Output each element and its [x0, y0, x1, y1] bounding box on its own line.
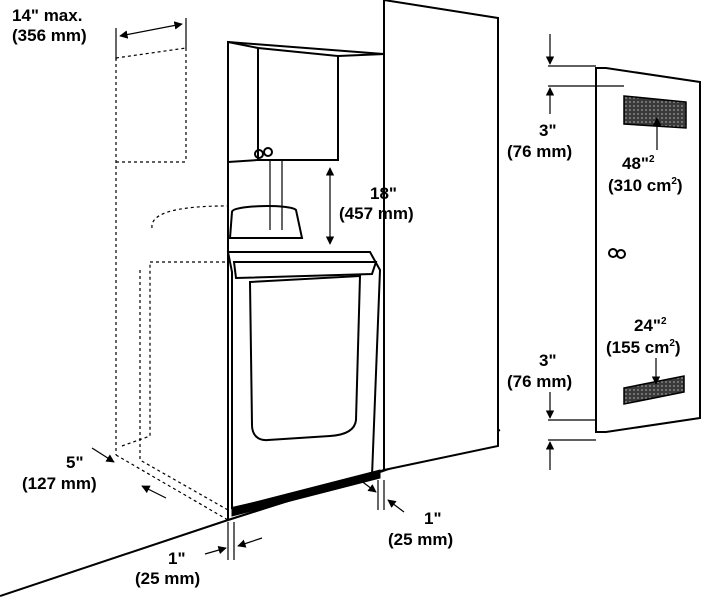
back-wall	[383, 0, 499, 472]
bottom-vent-offset-line2: (76 mm)	[507, 372, 572, 391]
top-depth-label-line1: 14" max.	[12, 6, 82, 25]
top-vent	[623, 95, 687, 129]
dryer	[226, 205, 382, 517]
dimension-arrows	[91, 18, 405, 560]
rear-clearance-label-line1: 1"	[424, 509, 442, 528]
cabinet-knob-right-icon	[263, 147, 273, 157]
upper-cabinet	[227, 40, 385, 522]
side-clearance-label-line2: (127 mm)	[22, 474, 97, 493]
door-dimension-arrows	[545, 34, 662, 470]
top-vent-area-line1: 48"2	[622, 154, 655, 173]
closet-door	[595, 67, 701, 433]
rear-clearance-label-line2: (25 mm)	[388, 530, 453, 549]
cabinet-clearance-label-line2: (457 mm)	[339, 204, 414, 223]
top-vent-offset-line2: (76 mm)	[507, 142, 572, 161]
top-vent-offset-line1: 3"	[539, 121, 557, 140]
cabinet-knob-left-icon	[254, 149, 264, 159]
front-clearance-label-line1: 1"	[168, 549, 186, 568]
bottom-vent	[623, 375, 685, 405]
cabinet-clearance-label-line1: 18"	[370, 184, 397, 203]
bottom-vent-offset-line1: 3"	[539, 351, 557, 370]
side-clearance-label-line1: 5"	[66, 453, 84, 472]
bottom-vent-area-line2: (155 cm2)	[606, 338, 681, 357]
closet-outline-dashed	[115, 47, 241, 521]
top-depth-label-line2: (356 mm)	[12, 26, 87, 45]
top-vent-area-line2: (310 cm2)	[608, 176, 683, 195]
front-clearance-label-line2: (25 mm)	[135, 569, 200, 588]
bottom-vent-area-line1: 24"2	[634, 316, 667, 335]
